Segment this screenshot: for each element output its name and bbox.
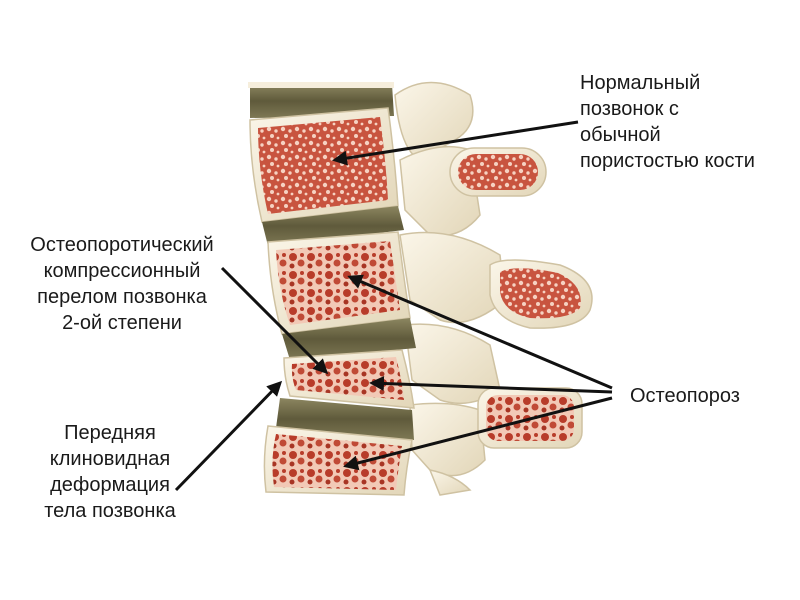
arrow-osteo-2	[369, 375, 613, 394]
arrow-normal	[332, 120, 579, 166]
vertebra-lower	[263, 425, 413, 496]
process-section-2	[489, 259, 593, 329]
vertebra-wedge	[283, 349, 415, 409]
process-section-1	[449, 147, 547, 197]
label-osteoporosis: Остеопороз	[630, 385, 740, 407]
arrow-fracture	[220, 266, 329, 375]
vertebra-normal	[249, 107, 399, 223]
label-compression-fracture: Остеопоротический компрессионный перелом…	[30, 234, 214, 334]
label-wedge-deformity: Передняя клиновидная деформация тела поз…	[44, 422, 176, 522]
disc-top	[248, 82, 394, 118]
vertebra-fractured	[267, 231, 411, 335]
arrow-wedge	[174, 380, 283, 492]
posterior-elements	[394, 81, 506, 496]
arrow-osteo-1	[347, 274, 613, 390]
annotation-arrows	[174, 120, 613, 492]
arrow-osteo-3	[343, 396, 613, 471]
disc-3	[282, 318, 416, 360]
label-normal-vertebra: Нормальный позвонок с обычной пористость…	[580, 72, 755, 172]
disc-2	[262, 206, 404, 246]
